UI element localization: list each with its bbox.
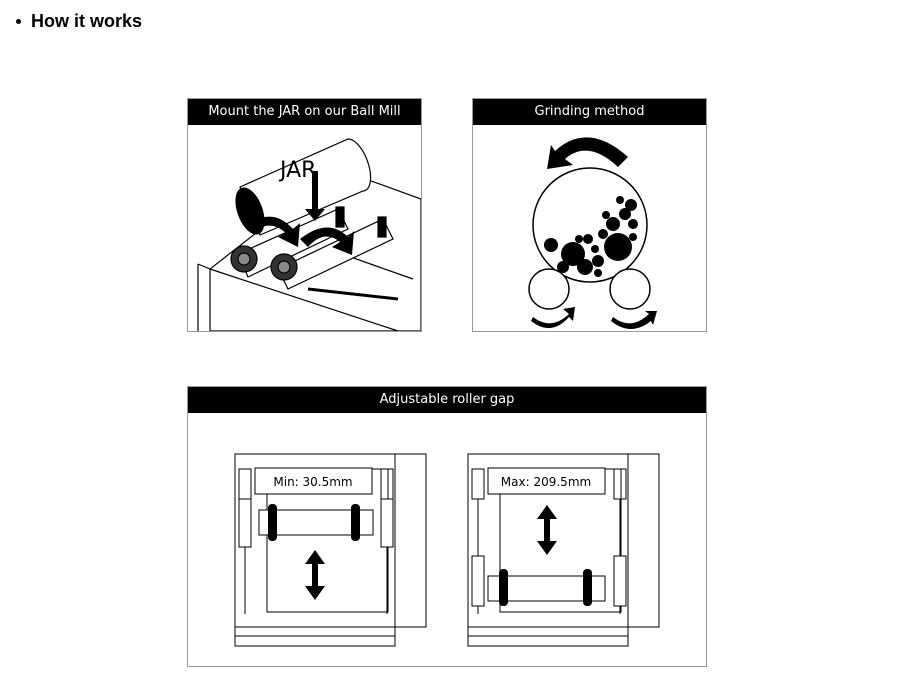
vertical-arrow-icon xyxy=(305,550,325,600)
bullet-icon xyxy=(16,19,21,24)
min-gap-label: Min: 30.5mm xyxy=(273,475,352,489)
roller-gap-illustration: Min: 30.5mm Max: 209.5mm xyxy=(234,453,660,647)
grinding-method-title: Grinding method xyxy=(473,99,706,125)
rotation-arrow-icon xyxy=(531,307,575,329)
curved-arrow-icon xyxy=(300,227,354,255)
mount-jar-illustration: JAR xyxy=(197,138,421,331)
vertical-arrow-icon xyxy=(537,505,557,555)
rotation-arrow-icon xyxy=(611,311,657,329)
roller-gap-panel: Adjustable roller gap Min: 30.5mm xyxy=(187,386,707,667)
max-gap-label: Max: 209.5mm xyxy=(501,475,591,489)
section-heading: How it works xyxy=(16,11,142,32)
roller-right-circle xyxy=(609,268,651,310)
grinding-method-panel: Grinding method xyxy=(472,98,707,332)
curved-arrow-icon xyxy=(250,216,300,247)
mount-jar-panel: Mount the JAR on our Ball Mill JAR xyxy=(187,98,422,332)
roller-left-circle xyxy=(528,268,570,310)
jar-label: JAR xyxy=(278,158,316,183)
grinding-balls xyxy=(544,196,638,277)
roller-gap-title: Adjustable roller gap xyxy=(188,387,706,413)
rotation-arrow-icon xyxy=(547,137,628,169)
roller-right xyxy=(277,218,394,290)
max-gap-diagram: Max: 209.5mm xyxy=(467,453,660,647)
mill-base xyxy=(209,168,421,331)
mount-jar-title: Mount the JAR on our Ball Mill xyxy=(188,99,421,125)
grinding-illustration xyxy=(528,137,657,329)
jar xyxy=(239,138,372,236)
section-title: How it works xyxy=(31,11,143,31)
min-gap-diagram: Min: 30.5mm xyxy=(234,453,427,647)
down-arrow-icon xyxy=(305,171,325,221)
